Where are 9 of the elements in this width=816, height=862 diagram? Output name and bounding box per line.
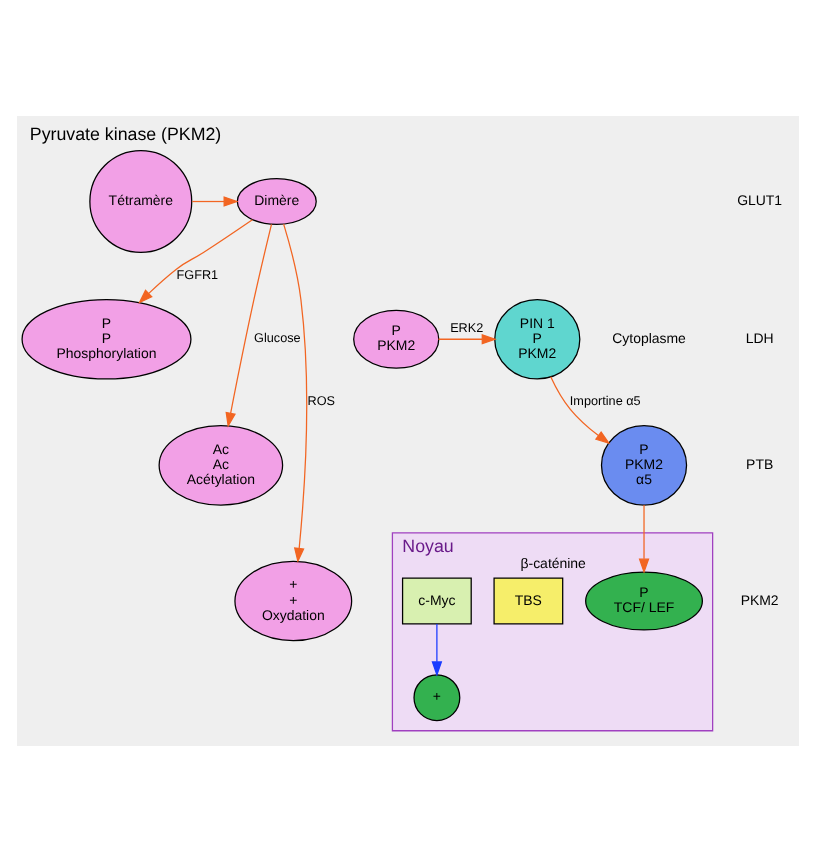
arrow: [431, 623, 443, 677]
arrow: [638, 504, 650, 574]
arrow: [550, 376, 611, 445]
arrow: [283, 223, 308, 564]
arrow: [138, 219, 253, 304]
arrow: [191, 196, 239, 207]
arrow: [225, 223, 273, 428]
arrow: [437, 333, 497, 345]
diagram-title: Pyruvate kinase (PKM2): [29, 124, 222, 145]
